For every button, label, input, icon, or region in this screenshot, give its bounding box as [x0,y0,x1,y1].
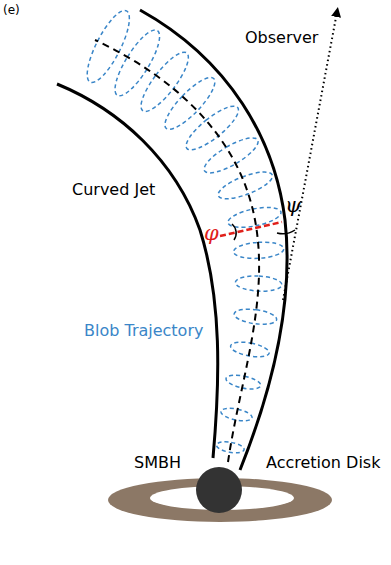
jet-boundary [140,10,287,470]
disk-label: Accretion Disk [266,454,380,472]
phi-segment [220,222,282,236]
phi-arc [232,224,236,240]
black-hole [196,467,242,513]
observer-label: Observer [245,29,318,47]
trajectory-label: Blob Trajectory [84,322,203,340]
smbh-label: SMBH [134,454,181,472]
blob-orbit [181,100,244,156]
psi-symbol: ψ [285,194,301,217]
jet-axis [95,40,259,462]
jet-label: Curved Jet [72,181,155,199]
observer-line [283,12,337,300]
blob-orbit [225,373,262,392]
panel-label: (e) [3,4,20,17]
jet-boundary [57,84,218,458]
phi-symbol: φ [204,222,219,245]
blob-trajectory [79,5,284,454]
psi-arc [277,230,295,234]
